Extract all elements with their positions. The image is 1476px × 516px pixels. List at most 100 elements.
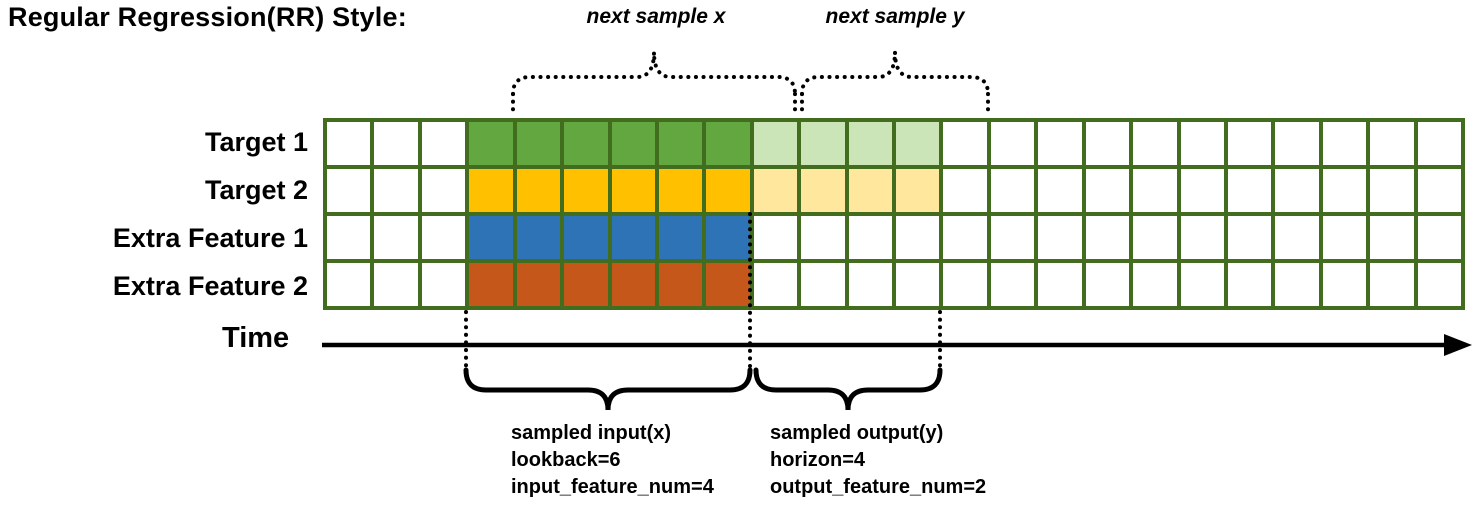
grid-cell	[467, 214, 515, 261]
grid-cell	[1273, 167, 1321, 214]
grid-cell	[1368, 214, 1416, 261]
grid-cell	[988, 261, 1037, 308]
sampled-input-note: sampled input(x) lookback=6 input_featur…	[511, 420, 714, 501]
grid-cell	[372, 120, 420, 167]
grid-cell	[1368, 120, 1416, 167]
grid-cell	[1415, 120, 1463, 167]
grid-cell	[325, 214, 373, 261]
grid-cell	[562, 214, 610, 261]
grid-cell	[656, 120, 705, 167]
grid-cell	[1131, 167, 1179, 214]
time-label: Time	[222, 322, 290, 354]
sampled-input-brace	[463, 367, 753, 411]
sampled-input-line: sampled input(x)	[511, 422, 672, 444]
grid-cell	[704, 261, 752, 308]
grid-cell	[419, 167, 468, 214]
grid-cell	[419, 261, 468, 308]
horizon-line: horizon=4	[770, 449, 866, 471]
row-label-target-1: Target 1	[204, 127, 308, 157]
grid-cell	[562, 167, 610, 214]
grid-cell	[1178, 167, 1226, 214]
grid-cell	[988, 214, 1037, 261]
grid-cell	[941, 167, 989, 214]
grid-cell	[1320, 120, 1369, 167]
grid-cell	[1273, 261, 1321, 308]
grid-cell	[514, 214, 563, 261]
grid-cell	[1083, 120, 1132, 167]
grid-cell	[988, 167, 1037, 214]
grid-cell	[751, 167, 800, 214]
grid-cell	[894, 120, 942, 167]
grid-cell	[656, 167, 705, 214]
grid-cell	[1036, 120, 1084, 167]
grid-cell	[1368, 261, 1416, 308]
next-sample-y-brace	[800, 51, 990, 96]
grid-cell	[846, 214, 894, 261]
grid-cell	[609, 214, 657, 261]
grid-cell	[467, 261, 515, 308]
grid-cell	[846, 120, 894, 167]
page-title: Regular Regression(RR) Style:	[8, 2, 407, 32]
grid-cell	[1083, 214, 1132, 261]
grid-cell	[1273, 214, 1321, 261]
grid-cell	[1178, 120, 1226, 167]
grid-cell	[1131, 214, 1179, 261]
grid-cell	[467, 120, 515, 167]
grid-cell	[1036, 167, 1084, 214]
sampled-output-brace	[753, 367, 943, 411]
grid-cell	[325, 167, 373, 214]
grid-cell	[704, 214, 752, 261]
grid-cell	[799, 120, 847, 167]
grid-cell	[751, 261, 800, 308]
grid-cell	[1273, 120, 1321, 167]
sampled-output-line: sampled output(y)	[770, 422, 944, 444]
grid-cell	[1178, 261, 1226, 308]
grid-cell	[941, 261, 989, 308]
time-arrow-head	[1444, 334, 1472, 356]
row-label-target-2: Target 2	[204, 175, 308, 205]
input-feature-num-line: input_feature_num=4	[511, 476, 714, 498]
grid-cell	[988, 120, 1037, 167]
grid-cell	[1225, 214, 1274, 261]
grid-cell	[1415, 214, 1463, 261]
grid-cell	[941, 214, 989, 261]
grid-cell	[656, 261, 705, 308]
grid-cell	[1415, 261, 1463, 308]
grid-cell	[751, 214, 800, 261]
row-label-extra-feature-2: Extra Feature 2	[112, 271, 308, 301]
grid-cell	[514, 120, 563, 167]
grid-cell	[325, 120, 373, 167]
grid-cell	[656, 214, 705, 261]
grid-cell	[514, 261, 563, 308]
grid-cell	[1368, 167, 1416, 214]
grid-cell	[799, 261, 847, 308]
grid-cell	[325, 261, 373, 308]
sampled-output-note: sampled output(y) horizon=4 output_featu…	[770, 420, 986, 501]
grid-cell	[799, 167, 847, 214]
grid-cell	[1320, 214, 1369, 261]
grid-cell	[1415, 167, 1463, 214]
grid-cell	[704, 120, 752, 167]
grid-cell	[419, 214, 468, 261]
grid-cell	[846, 261, 894, 308]
grid-cell	[894, 261, 942, 308]
row-label-extra-feature-1: Extra Feature 1	[112, 223, 308, 253]
grid-cell	[1178, 214, 1226, 261]
grid-cell	[894, 167, 942, 214]
grid-cell	[941, 120, 989, 167]
grid-cell	[1083, 261, 1132, 308]
grid-cell	[1320, 167, 1369, 214]
grid-cell	[1225, 167, 1274, 214]
grid-cell	[419, 120, 468, 167]
grid-cell	[562, 261, 610, 308]
grid-cell	[1131, 261, 1179, 308]
grid-cell	[1225, 261, 1274, 308]
next-sample-x-label: next sample x	[586, 5, 726, 28]
grid-cell	[609, 167, 657, 214]
grid-cell	[514, 167, 563, 214]
grid-cell	[372, 261, 420, 308]
grid-cell	[751, 120, 800, 167]
next-sample-x-brace	[511, 51, 797, 96]
grid-cell	[704, 167, 752, 214]
